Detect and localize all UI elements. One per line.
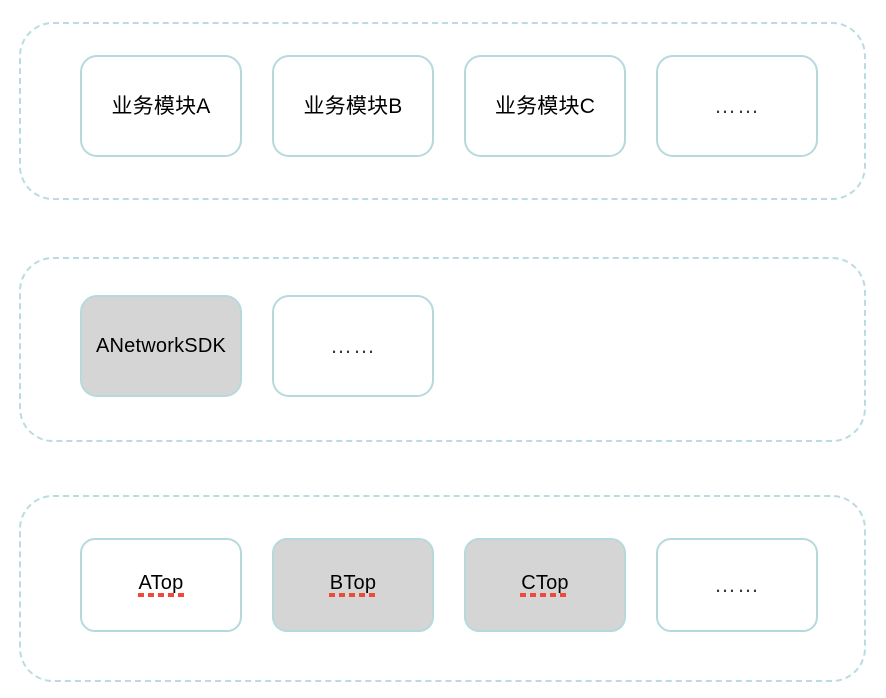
module-box-more[interactable]: …… bbox=[656, 538, 818, 632]
spellcheck-underline: CTop bbox=[520, 572, 570, 597]
module-box-anetworksdk[interactable]: ANetworkSDK bbox=[80, 295, 242, 397]
module-box-more[interactable]: …… bbox=[272, 295, 434, 397]
module-box-业务模块a[interactable]: 业务模块A bbox=[80, 55, 242, 157]
module-box-label: ATop bbox=[138, 572, 184, 594]
spellcheck-underline: ATop bbox=[137, 572, 185, 597]
module-box-ctop[interactable]: CTop bbox=[464, 538, 626, 632]
layer-container-protocol-stack: ATop BTop CTop …… bbox=[19, 495, 866, 682]
module-box-label: 业务模块B bbox=[303, 94, 403, 118]
box-row-business-module: 业务模块A 业务模块B 业务模块C …… bbox=[80, 55, 818, 157]
module-box-label: BTop bbox=[329, 572, 377, 594]
box-row-network-sdk: ANetworkSDK …… bbox=[80, 295, 434, 397]
module-box-atop[interactable]: ATop bbox=[80, 538, 242, 632]
module-box-label: 业务模块C bbox=[494, 94, 596, 118]
module-box-label: …… bbox=[714, 93, 760, 118]
module-box-label: …… bbox=[330, 333, 376, 358]
module-box-more[interactable]: …… bbox=[656, 55, 818, 157]
module-box-label: ANetworkSDK bbox=[95, 335, 226, 357]
module-box-btop[interactable]: BTop bbox=[272, 538, 434, 632]
module-box-label: CTop bbox=[521, 572, 569, 594]
module-box-label: …… bbox=[714, 572, 760, 597]
module-box-业务模块c[interactable]: 业务模块C bbox=[464, 55, 626, 157]
module-box-label: 业务模块A bbox=[111, 94, 211, 118]
layer-container-network-sdk: ANetworkSDK …… bbox=[19, 257, 866, 442]
module-box-业务模块b[interactable]: 业务模块B bbox=[272, 55, 434, 157]
spellcheck-underline: BTop bbox=[328, 572, 378, 597]
box-row-protocol-stack: ATop BTop CTop …… bbox=[80, 538, 818, 632]
layer-container-business-module: 业务模块A 业务模块B 业务模块C …… bbox=[19, 22, 866, 200]
